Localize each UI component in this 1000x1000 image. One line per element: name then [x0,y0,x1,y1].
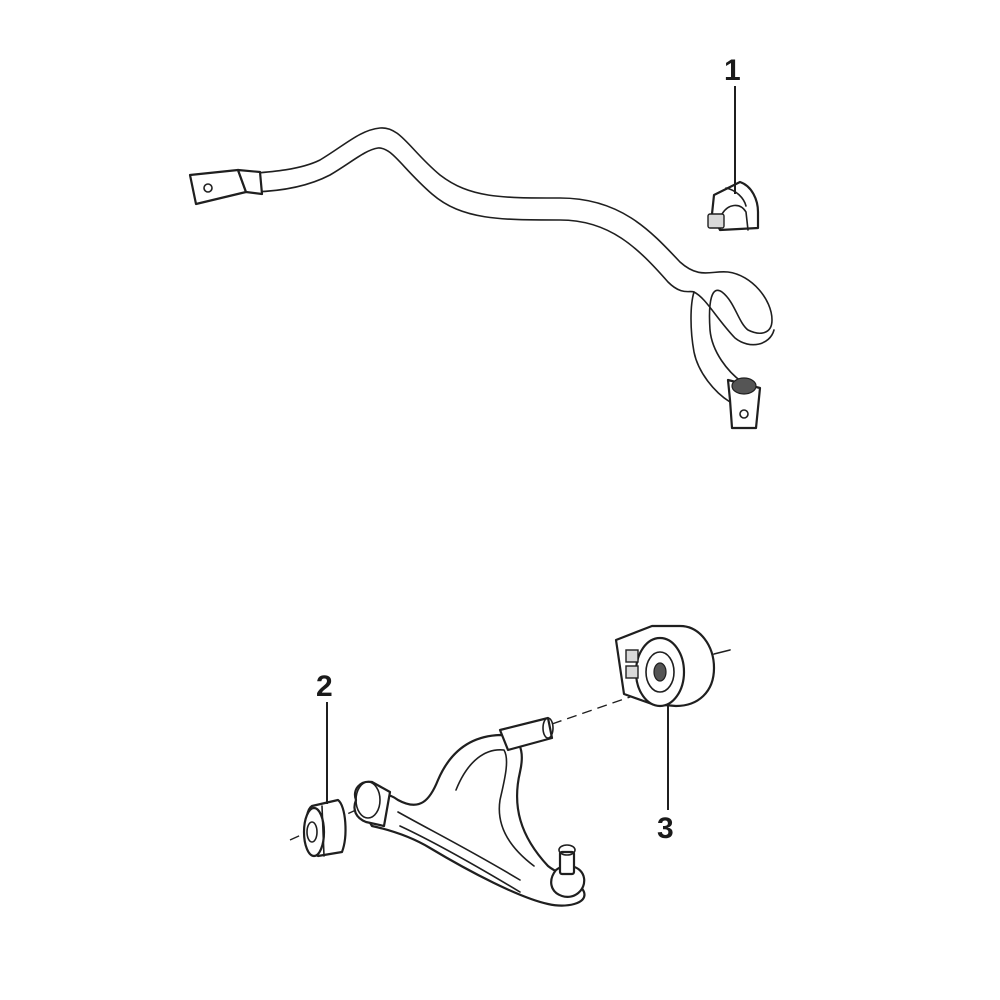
front-arm-bushing-part [302,798,347,858]
rear-arm-bushing-part [614,624,731,708]
stabilizer-bar [188,127,775,430]
callout-1: 1 [724,54,741,87]
callout-3: 3 [657,812,674,845]
control-arm [353,716,586,907]
stabilizer-bushing-part [707,180,760,232]
callout-2: 2 [316,670,333,703]
